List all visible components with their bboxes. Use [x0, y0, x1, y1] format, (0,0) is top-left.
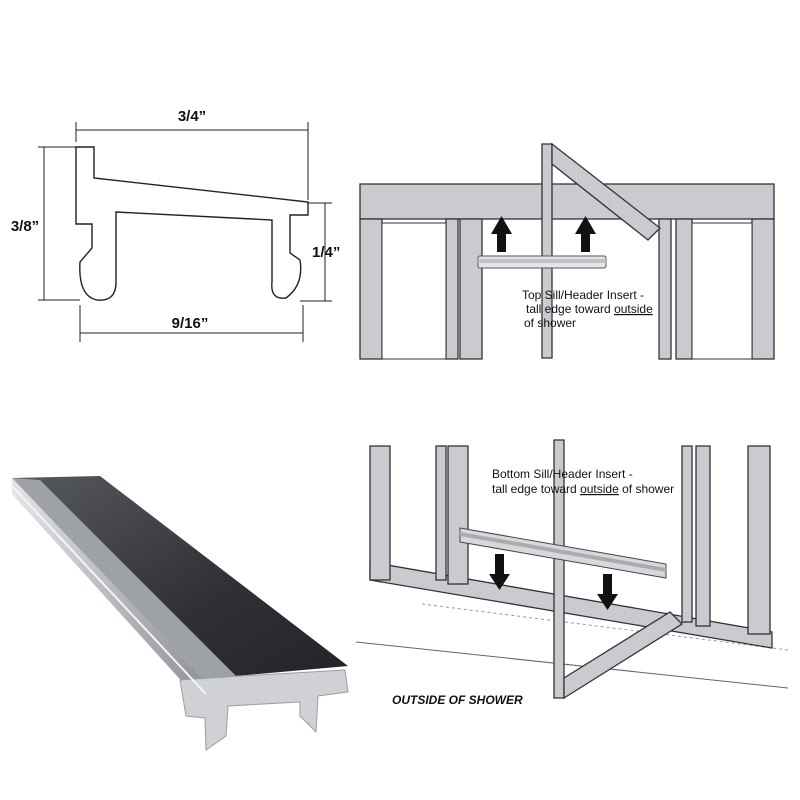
dim-height-right: 1/4”: [312, 244, 340, 261]
frame-post: [447, 445, 469, 585]
down-arrow-icon: [597, 574, 618, 610]
dimension-lines: [38, 122, 332, 342]
dim-width-top: 3/4”: [178, 108, 206, 125]
top-note-line2: tall edge toward outside: [526, 302, 653, 316]
frame-post: [747, 445, 771, 635]
up-arrow-icon: [491, 216, 512, 252]
frame-post: [445, 218, 459, 360]
door-frame: [541, 143, 553, 359]
frame-post: [435, 445, 447, 581]
top-note-line1: Top Sill/Header Insert -: [522, 288, 644, 302]
top-sill-diagram: Top Sill/Header Insert - tall edge towar…: [359, 142, 775, 360]
dim-width-bottom: 9/16”: [172, 315, 209, 332]
door-brace: [563, 611, 684, 700]
bottom-sill-diagram: Bottom Sill/Header Insert - tall edge to…: [355, 439, 789, 707]
up-arrow-icon: [575, 216, 596, 252]
down-arrow-icon: [489, 554, 510, 590]
frame-post: [459, 218, 483, 360]
profile-dimension-drawing: 3/4” 3/8” 1/4” 9/16”: [11, 108, 340, 342]
frame-post: [369, 445, 391, 581]
door-brace: [551, 142, 661, 241]
bottom-note-line1: Bottom Sill/Header Insert -: [492, 467, 633, 481]
top-insert-piece: [477, 255, 607, 269]
dim-height-left: 3/8”: [11, 218, 39, 235]
insert-profile-outline: [75, 146, 309, 301]
outside-of-shower-caption: OUTSIDE OF SHOWER: [392, 693, 523, 707]
frame-post: [681, 445, 693, 623]
frame-post: [751, 218, 775, 360]
frame-post: [695, 445, 711, 627]
bottom-insert-piece: [459, 527, 667, 579]
bottom-note-line2: tall edge toward outside of shower: [492, 482, 674, 496]
frame-post: [658, 218, 672, 360]
frame-post: [675, 218, 693, 360]
frame-post: [359, 218, 383, 360]
insert-photo: [11, 476, 349, 751]
top-note-line3: of shower: [524, 316, 576, 330]
header-bar: [359, 183, 775, 220]
